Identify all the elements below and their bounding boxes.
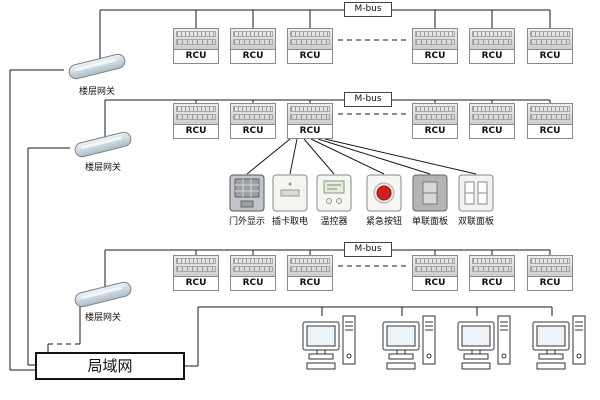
computer-icon (532, 315, 586, 370)
rcu-label: RCU (469, 50, 515, 64)
double-gang-panel-icon (458, 174, 494, 212)
rcu-unit: RCU (287, 103, 333, 139)
rcu-device-graphic (230, 28, 276, 50)
rcu-label: RCU (287, 125, 333, 139)
rcu-label: RCU (230, 125, 276, 139)
workstation (381, 314, 437, 372)
device-label: 单联面板 (411, 217, 448, 227)
workstation (456, 314, 512, 372)
rcu-unit: RCU (287, 255, 333, 291)
rcu-label: RCU (230, 277, 276, 291)
floor-gateway-3 (70, 280, 136, 312)
rcu-unit: RCU (230, 103, 276, 139)
rcu-unit: RCU (469, 103, 515, 139)
rcu-device-graphic (412, 103, 458, 125)
rcu-label: RCU (469, 277, 515, 291)
rcu-label: RCU (412, 125, 458, 139)
lan-box: 局域网 (35, 352, 185, 380)
rcu-unit: RCU (527, 103, 573, 139)
rcu-label: RCU (287, 277, 333, 291)
single-gang-panel-device (412, 174, 448, 212)
device-label: 紧急按钮 (365, 217, 402, 227)
floor-gateway-2 (70, 130, 136, 162)
rcu-device-graphic (527, 255, 573, 277)
rcu-unit: RCU (173, 255, 219, 291)
rcu-unit: RCU (230, 28, 276, 64)
lan-to-workstation-lines (185, 306, 553, 367)
gateway-device-icon (67, 52, 127, 81)
rcu-label: RCU (412, 277, 458, 291)
rcu-device-graphic (469, 103, 515, 125)
rcu-unit: RCU (412, 103, 458, 139)
rcu-device-graphic (527, 103, 573, 125)
device-label: 温控器 (320, 217, 348, 227)
rcu-label: RCU (469, 125, 515, 139)
rcu-unit: RCU (527, 255, 573, 291)
emergency-button-icon (366, 174, 402, 212)
rcu-device-graphic (469, 28, 515, 50)
floor-gateway-1 (64, 52, 130, 84)
double-gang-panel-device (458, 174, 494, 212)
rcu-unit: RCU (173, 28, 219, 64)
computer-icon (457, 315, 511, 370)
gateway-device-icon (73, 130, 133, 159)
device-label: 插卡取电 (271, 217, 308, 227)
rcu-unit: RCU (230, 255, 276, 291)
door-display-device (229, 174, 265, 212)
computer-icon (382, 315, 436, 370)
rcu-label: RCU (173, 125, 219, 139)
rcu-device-graphic (173, 28, 219, 50)
rcu-label: RCU (287, 50, 333, 64)
workstation (301, 314, 357, 372)
rcu-device-graphic (412, 255, 458, 277)
gateway-label: 楼层网关 (84, 163, 121, 173)
rcu-label: RCU (527, 125, 573, 139)
rcu-device-graphic (230, 255, 276, 277)
rcu-device-graphic (469, 255, 515, 277)
gateway-device-icon (73, 280, 133, 309)
rcu-unit: RCU (469, 28, 515, 64)
floor1-bus-lines (99, 9, 551, 62)
door-display-icon (229, 174, 265, 212)
mbus-label-floor2: M-bus (344, 92, 392, 107)
rcu-unit: RCU (412, 28, 458, 64)
device-label: 门外显示 (228, 217, 265, 227)
single-gang-panel-icon (412, 174, 448, 212)
rcu-device-graphic (173, 255, 219, 277)
rcu-to-device-fan-lines (246, 138, 477, 175)
gateway-label: 楼层网关 (78, 87, 115, 97)
gateway-trunk-lines (9, 69, 81, 371)
rcu-label: RCU (527, 277, 573, 291)
device-label: 双联面板 (457, 217, 494, 227)
rcu-device-graphic (287, 255, 333, 277)
card-power-icon (272, 174, 308, 212)
thermostat-device (316, 174, 352, 212)
card-power-device (272, 174, 308, 212)
rcu-label: RCU (173, 50, 219, 64)
workstation (531, 314, 587, 372)
mbus-label-floor1: M-bus (344, 2, 392, 17)
rcu-unit: RCU (287, 28, 333, 64)
rcu-unit: RCU (527, 28, 573, 64)
rcu-device-graphic (287, 28, 333, 50)
rcu-unit: RCU (412, 255, 458, 291)
rcu-unit: RCU (469, 255, 515, 291)
rcu-label: RCU (412, 50, 458, 64)
rcu-device-graphic (412, 28, 458, 50)
thermostat-icon (316, 174, 352, 212)
rcu-device-graphic (287, 103, 333, 125)
rcu-device-graphic (230, 103, 276, 125)
rcu-label: RCU (173, 277, 219, 291)
rcu-device-graphic (527, 28, 573, 50)
rcu-unit: RCU (173, 103, 219, 139)
rcu-label: RCU (230, 50, 276, 64)
computer-icon (302, 315, 356, 370)
gateway-label: 楼层网关 (84, 313, 121, 323)
mbus-label-floor3: M-bus (344, 242, 392, 257)
rcu-device-graphic (173, 103, 219, 125)
emergency-button-device (366, 174, 402, 212)
rcu-label: RCU (527, 50, 573, 64)
